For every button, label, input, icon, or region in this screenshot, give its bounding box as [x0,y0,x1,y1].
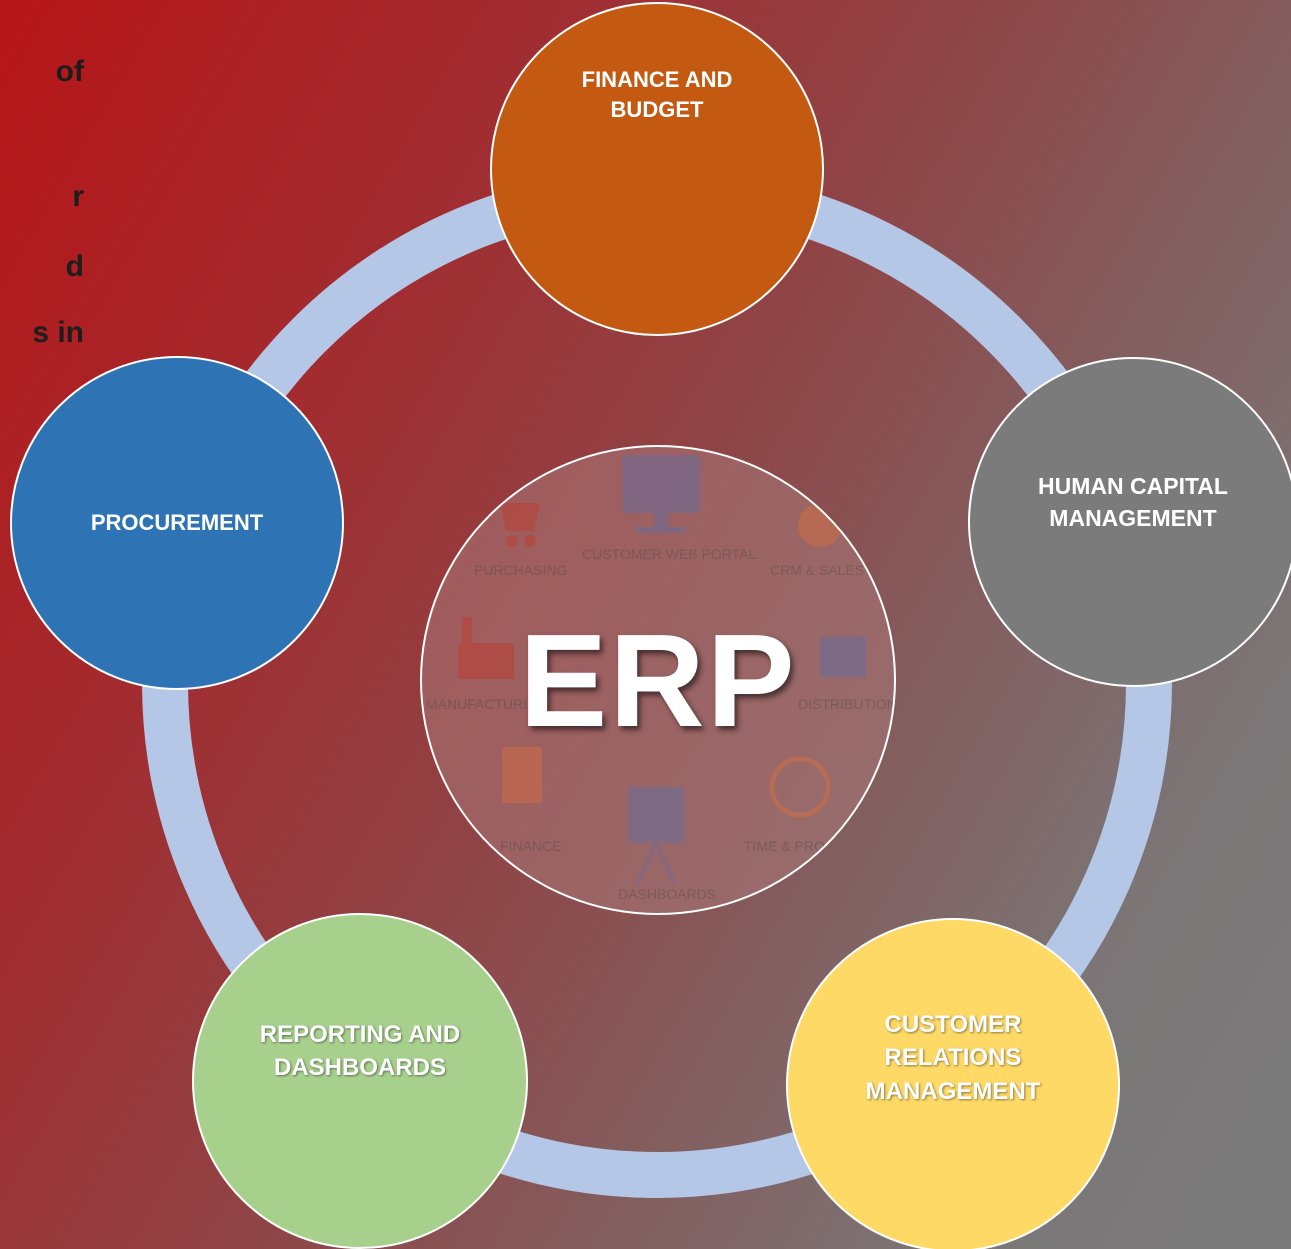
cart-icon [500,503,540,547]
node-reporting-and-dashboards: REPORTING AND DASHBOARDS [192,913,528,1249]
clipboard-icon [502,747,542,803]
art-label-time: TIME & PRO [744,838,825,854]
node-label: FINANCE AND BUDGET [581,66,733,122]
art-label-purchasing: PURCHASING [474,562,567,578]
chart-board-icon [628,787,684,884]
clock-icon [769,756,831,818]
node-procurement: PROCUREMENT [10,356,344,690]
box-icon [820,637,866,677]
center-circle: CUSTOMER WEB PORTAL PURCHASING CRM & SAL… [420,445,896,915]
side-text-line-2: r [72,180,84,213]
erp-background-art: CUSTOMER WEB PORTAL PURCHASING CRM & SAL… [426,455,896,902]
node-human-capital-management: HUMAN CAPITAL MANAGEMENT [968,357,1291,687]
node-customer-relations-management: CUSTOMER RELATIONS MANAGEMENT [786,918,1120,1249]
node-label: PROCUREMENT [90,509,264,535]
side-text-line-4: s in [32,316,84,349]
side-text-line-3: d [65,250,84,283]
art-label-portal: CUSTOMER WEB PORTAL [582,546,756,562]
handshake-icon [798,503,842,547]
art-label-dashboards: DASHBOARDS [618,886,716,902]
art-label-distribution: DISTRIBUTION [798,696,896,712]
art-label-finance: FINANCE [500,838,561,854]
factory-icon [458,617,514,679]
node-label: HUMAN CAPITAL MANAGEMENT [1038,473,1228,531]
node-label: CUSTOMER RELATIONS MANAGEMENT [865,1011,1041,1105]
center-title: ERP [519,606,797,754]
art-label-crm: CRM & SALES [770,562,864,578]
side-text-line-1: of [55,55,84,88]
node-label: REPORTING AND DASHBOARDS [259,1020,461,1081]
monitor-icon [622,455,700,533]
node-finance-and-budget: FINANCE AND BUDGET [490,2,824,336]
art-label-manufacturing: MANUFACTURING [426,696,548,712]
